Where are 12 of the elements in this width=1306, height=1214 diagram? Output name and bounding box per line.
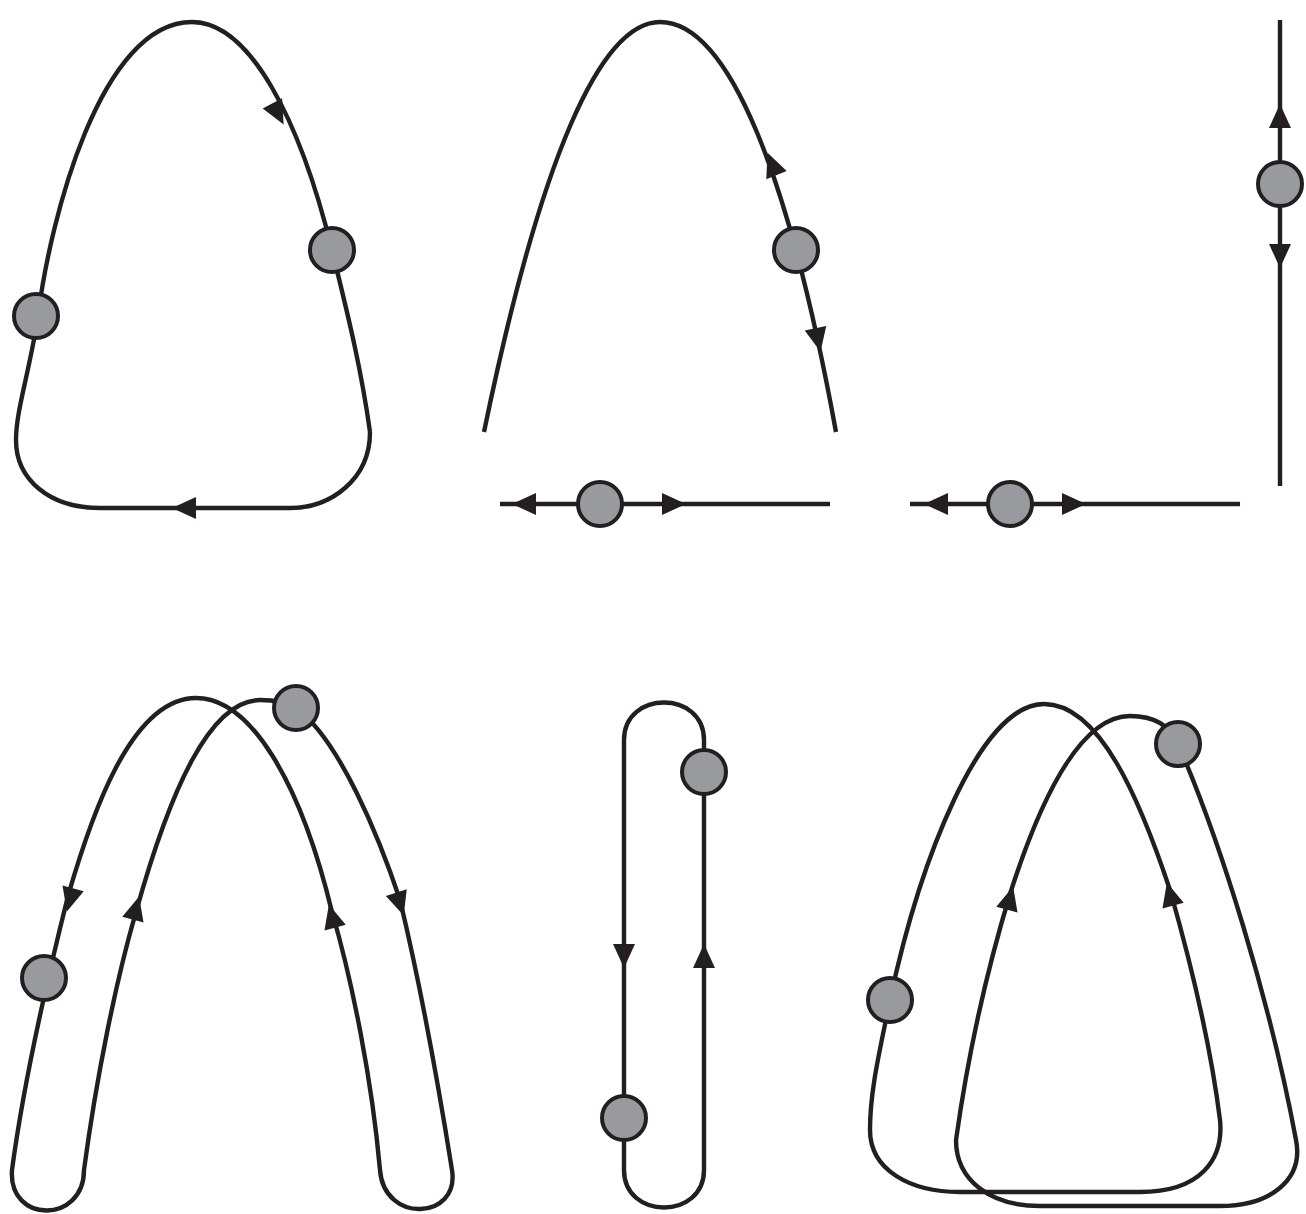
point-marker [20,954,68,1002]
point-marker [12,292,60,340]
point-marker [1256,160,1304,208]
point-marker [772,226,820,274]
point-marker [308,226,356,274]
point-marker [680,748,728,796]
point-marker [272,684,320,732]
point-marker [986,480,1034,528]
point-marker [576,480,624,528]
point-marker [866,976,914,1024]
point-marker [1154,720,1202,768]
point-marker [600,1094,648,1142]
